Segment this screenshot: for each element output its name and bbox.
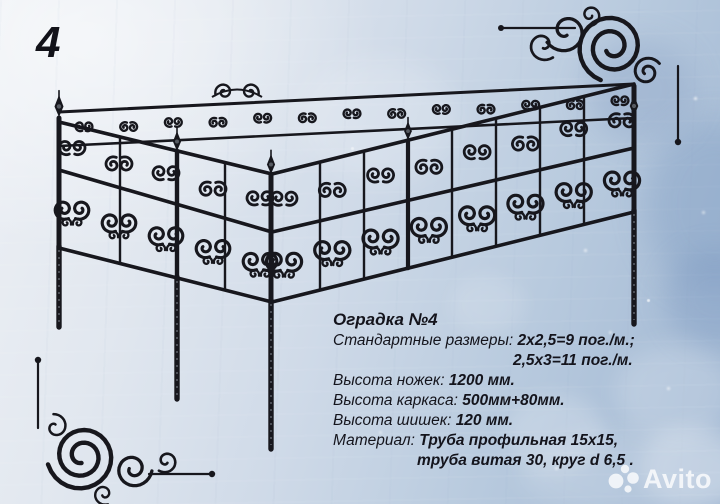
spec-value: 1200 мм.: [448, 372, 515, 389]
corner-flourish-bottom-left: [34, 356, 216, 504]
spec-label: Высота шишек:: [333, 412, 456, 429]
avito-logo-icon: [608, 464, 639, 493]
watermark-brand-text: Avito: [643, 463, 712, 494]
corner-flourish-top-right: [498, 6, 682, 146]
spec-line-material: Материал: Труба профильная 15х15,: [333, 431, 635, 451]
item-number: 4: [36, 18, 61, 67]
spec-block: Оградка №4 Стандартные размеры: 2х2,5=9 …: [333, 310, 635, 471]
spec-value: Труба профильная 15х15,: [419, 432, 619, 449]
spec-label: Высота ножек:: [333, 372, 449, 389]
spec-line-frame-height: Высота каркаса: 500мм+80мм.: [333, 391, 635, 411]
spec-value: труба витая 30, круг d 6,5 .: [417, 452, 634, 469]
spec-value: 2х2,5=9 пог./м.;: [517, 332, 635, 349]
spec-line-material-2: труба витая 30, круг d 6,5 .: [333, 451, 635, 471]
product-title: Оградка №4: [333, 310, 438, 329]
spec-label: Материал:: [333, 432, 420, 449]
spec-label: Стандартные размеры:: [333, 332, 518, 349]
spec-value: 500мм+80мм.: [462, 392, 565, 409]
spec-line-finial-height: Высота шишек: 120 мм.: [333, 411, 635, 431]
spec-value: 120 мм.: [455, 412, 514, 429]
spec-value: 2,5х3=11 пог./м.: [513, 352, 633, 369]
wrought-iron-fence: [53, 82, 642, 452]
avito-watermark: Avito: [605, 461, 712, 497]
spec-label: Высота каркаса:: [333, 392, 463, 409]
spec-line-sizes-2: 2,5х3=11 пог./м.: [333, 351, 635, 371]
spec-line-leg-height: Высота ножек: 1200 мм.: [333, 371, 635, 391]
spec-line-sizes: Стандартные размеры: 2х2,5=9 пог./м.;: [333, 331, 635, 351]
